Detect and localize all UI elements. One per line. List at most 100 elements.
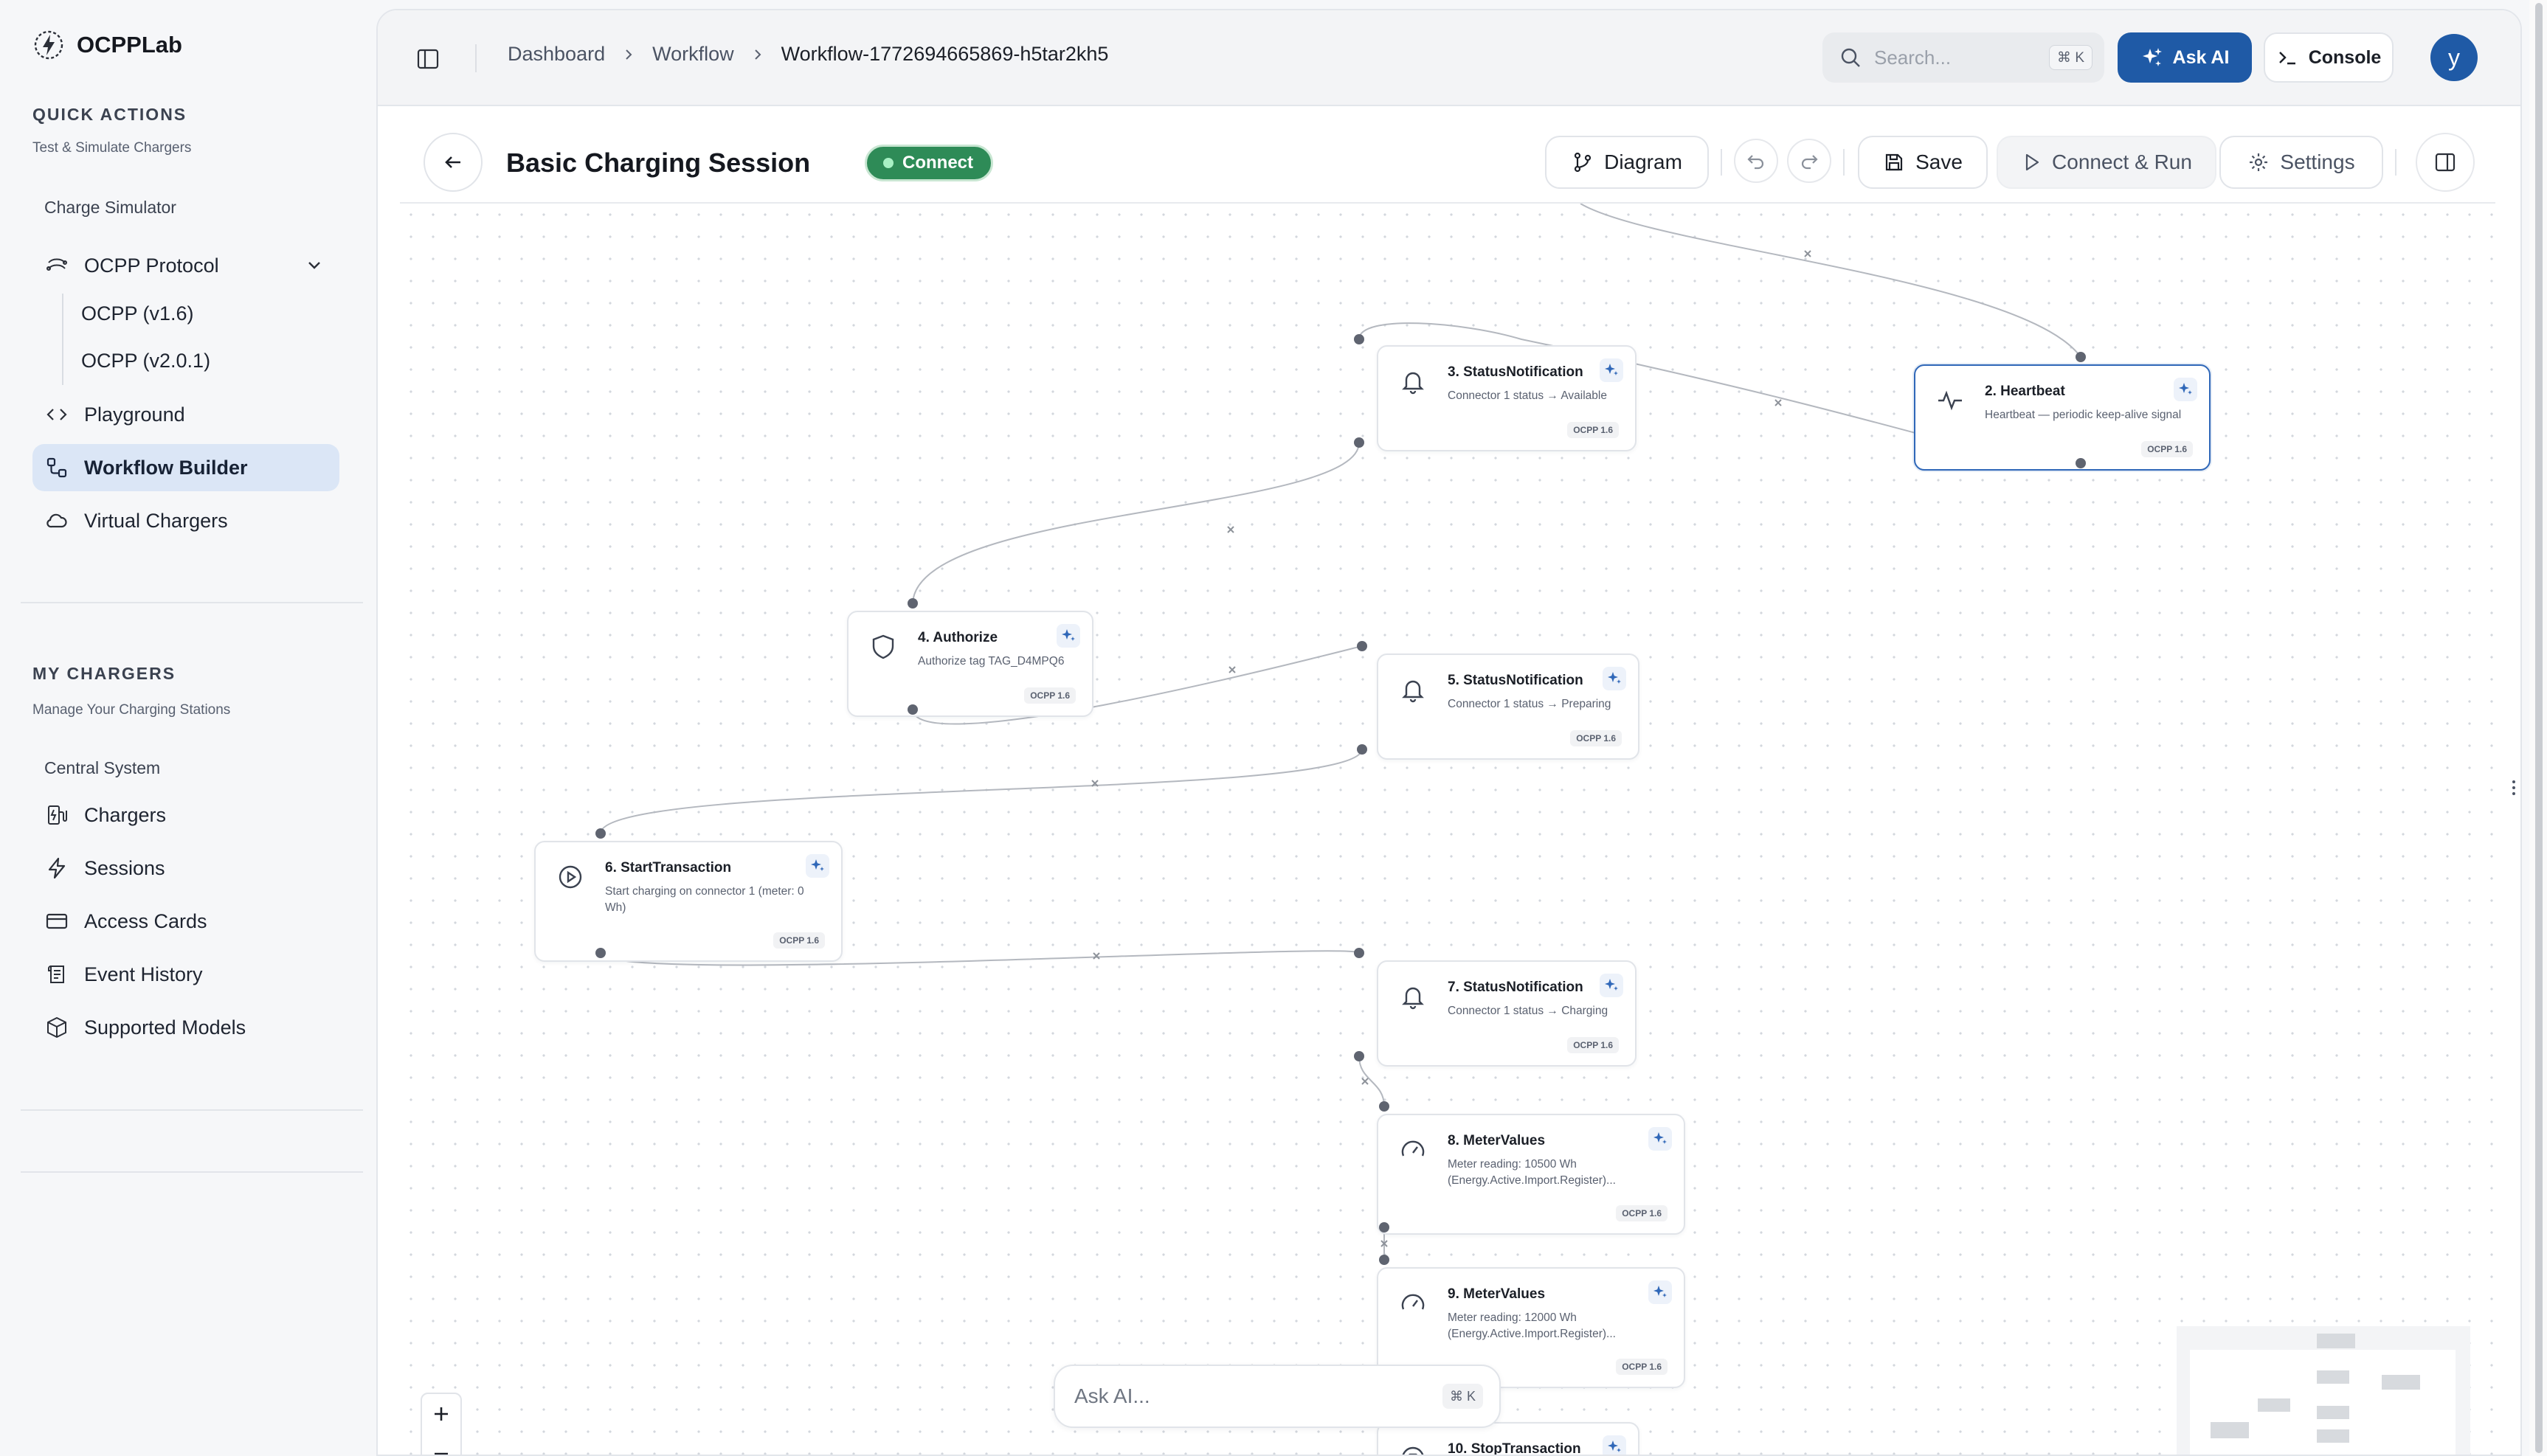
node-ai-button[interactable] bbox=[1600, 974, 1623, 997]
search-input[interactable]: Search... ⌘ K bbox=[1822, 32, 2104, 83]
sparkles-icon bbox=[2179, 383, 2192, 395]
card-icon bbox=[44, 909, 69, 934]
node-handle[interactable] bbox=[1379, 1101, 1389, 1112]
brand[interactable]: OCPPLab bbox=[32, 27, 182, 63]
connection-status-badge[interactable]: Connect bbox=[865, 145, 993, 181]
protocol-badge: OCPP 1.6 bbox=[1616, 1359, 1668, 1375]
sparkles-icon bbox=[1605, 979, 1618, 991]
minimap-node bbox=[2317, 1370, 2349, 1384]
settings-label: Settings bbox=[2280, 150, 2355, 173]
node-ai-button[interactable] bbox=[1600, 358, 1623, 382]
connect-run-label: Connect & Run bbox=[2052, 150, 2192, 173]
node-handle[interactable] bbox=[2076, 458, 2086, 468]
search-shortcut: ⌘ K bbox=[2049, 45, 2092, 70]
toggle-right-panel-button[interactable] bbox=[2416, 133, 2475, 192]
sparkles-icon bbox=[1608, 672, 1621, 684]
sparkles-icon bbox=[1653, 1132, 1667, 1144]
node-handle[interactable] bbox=[1379, 1222, 1389, 1233]
undo-button[interactable] bbox=[1734, 139, 1778, 183]
code-icon bbox=[44, 402, 69, 427]
avatar[interactable]: y bbox=[2430, 34, 2478, 81]
node-ai-button[interactable] bbox=[1648, 1280, 1672, 1304]
node-description: Connector 1 status → Charging bbox=[1448, 1005, 1608, 1017]
sidebar-item-playground[interactable]: Playground bbox=[32, 391, 339, 438]
redo-button[interactable] bbox=[1787, 139, 1831, 183]
minimap[interactable] bbox=[2177, 1326, 2470, 1455]
edge-delete-markers bbox=[1091, 250, 1811, 1402]
charge-simulator-label: Charge Simulator bbox=[44, 198, 176, 217]
workflow-canvas[interactable]: 2. Heartbeat Heartbeat — periodic keep-a… bbox=[400, 202, 2495, 1455]
sidebar-item-chargers[interactable]: Chargers bbox=[32, 791, 339, 839]
node-title: 3. StatusNotification bbox=[1448, 364, 1583, 380]
node-ai-button[interactable] bbox=[806, 854, 829, 878]
chevron-down-icon[interactable] bbox=[304, 255, 325, 276]
diagram-button[interactable]: Diagram bbox=[1545, 136, 1709, 189]
node-handle[interactable] bbox=[1357, 641, 1367, 651]
node-handle[interactable] bbox=[595, 948, 606, 958]
zoom-out-button[interactable] bbox=[422, 1434, 460, 1455]
ask-ai-input[interactable]: Ask AI... ⌘ K bbox=[1054, 1365, 1501, 1428]
toolbar-divider bbox=[1721, 149, 1722, 176]
node-ai-button[interactable] bbox=[1648, 1127, 1672, 1151]
save-button[interactable]: Save bbox=[1858, 136, 1988, 189]
zoom-in-button[interactable] bbox=[422, 1394, 460, 1434]
node-handle[interactable] bbox=[1379, 1255, 1389, 1265]
scrollbar-thumb[interactable] bbox=[2535, 3, 2543, 1453]
node-handle[interactable] bbox=[1357, 744, 1367, 755]
workflow-node-start-transaction[interactable]: 6. StartTransaction Start charging on co… bbox=[534, 841, 843, 962]
breadcrumb-dashboard[interactable]: Dashboard bbox=[508, 43, 606, 65]
node-description: Authorize tag TAG_D4MPQ6 bbox=[918, 655, 1065, 668]
sidebar-item-virtual-chargers[interactable]: Virtual Chargers bbox=[32, 497, 339, 544]
console-button[interactable]: Console bbox=[2264, 32, 2394, 83]
node-handle[interactable] bbox=[908, 598, 918, 609]
workflow-node-status-charging[interactable]: 7. StatusNotification Connector 1 status… bbox=[1377, 960, 1637, 1067]
bell-icon bbox=[1402, 987, 1424, 1010]
sidebar-item-event-history[interactable]: Event History bbox=[32, 951, 339, 998]
settings-button[interactable]: Settings bbox=[2219, 136, 2383, 189]
ask-ai-shortcut: ⌘ K bbox=[1442, 1384, 1483, 1409]
sidebar-item-ocpp-v201[interactable]: OCPP (v2.0.1) bbox=[81, 349, 211, 372]
ask-ai-button[interactable]: Ask AI bbox=[2118, 32, 2252, 83]
minimap-node bbox=[2211, 1422, 2249, 1438]
terminal-icon bbox=[2278, 52, 2295, 65]
sidebar-item-label: Virtual Chargers bbox=[84, 509, 228, 532]
node-ai-button[interactable] bbox=[1603, 667, 1626, 690]
connect-run-button[interactable]: Connect & Run bbox=[1997, 136, 2216, 189]
sidebar-item-sessions[interactable]: Sessions bbox=[32, 845, 339, 892]
workflow-node-status-preparing[interactable]: 5. StatusNotification Connector 1 status… bbox=[1377, 654, 1639, 760]
node-ai-button[interactable] bbox=[2174, 378, 2197, 401]
node-handle[interactable] bbox=[908, 704, 918, 715]
node-handle[interactable] bbox=[1354, 948, 1364, 958]
sidebar-toggle-icon bbox=[417, 49, 439, 69]
node-title: 2. Heartbeat bbox=[1985, 384, 2065, 399]
node-ai-button[interactable] bbox=[1057, 624, 1080, 648]
sidebar-item-label: OCPP Protocol bbox=[84, 254, 219, 277]
workflow-node-authorize[interactable]: 4. Authorize Authorize tag TAG_D4MPQ6 OC… bbox=[847, 611, 1093, 717]
workflow-node-status-available[interactable]: 3. StatusNotification Connector 1 status… bbox=[1377, 345, 1637, 451]
sidebar-item-ocpp-v16[interactable]: OCPP (v1.6) bbox=[81, 302, 194, 325]
breadcrumb-workflow[interactable]: Workflow bbox=[652, 43, 734, 65]
drag-handle-icon[interactable] bbox=[2510, 777, 2522, 798]
toolbar-divider bbox=[1843, 149, 1845, 176]
undo-icon bbox=[1747, 155, 1764, 170]
sidebar-item-access-cards[interactable]: Access Cards bbox=[32, 898, 339, 945]
back-button[interactable] bbox=[424, 133, 483, 192]
node-title: 4. Authorize bbox=[918, 630, 998, 645]
node-handle[interactable] bbox=[2076, 352, 2086, 362]
node-ai-button[interactable] bbox=[1603, 1435, 1626, 1455]
sidebar-item-ocpp-protocol[interactable]: OCPP Protocol bbox=[32, 242, 339, 289]
sidebar-item-supported-models[interactable]: Supported Models bbox=[32, 1004, 339, 1051]
node-handle[interactable] bbox=[1354, 334, 1364, 344]
route-icon bbox=[44, 253, 69, 278]
node-handle[interactable] bbox=[1354, 437, 1364, 448]
toggle-sidebar-button[interactable] bbox=[409, 40, 447, 78]
sparkles-icon bbox=[2142, 48, 2162, 66]
page-scrollbar[interactable] bbox=[2529, 0, 2547, 1456]
zoom-controls bbox=[421, 1393, 462, 1455]
plus-icon bbox=[435, 1407, 448, 1421]
node-handle[interactable] bbox=[595, 828, 606, 839]
sidebar-item-workflow-builder[interactable]: Workflow Builder bbox=[32, 444, 339, 491]
workflow-node-meter-values-1[interactable]: 8. MeterValues Meter reading: 10500 Wh (… bbox=[1377, 1114, 1685, 1235]
node-handle[interactable] bbox=[1354, 1051, 1364, 1061]
workflow-node-heartbeat[interactable]: 2. Heartbeat Heartbeat — periodic keep-a… bbox=[1914, 364, 2211, 471]
